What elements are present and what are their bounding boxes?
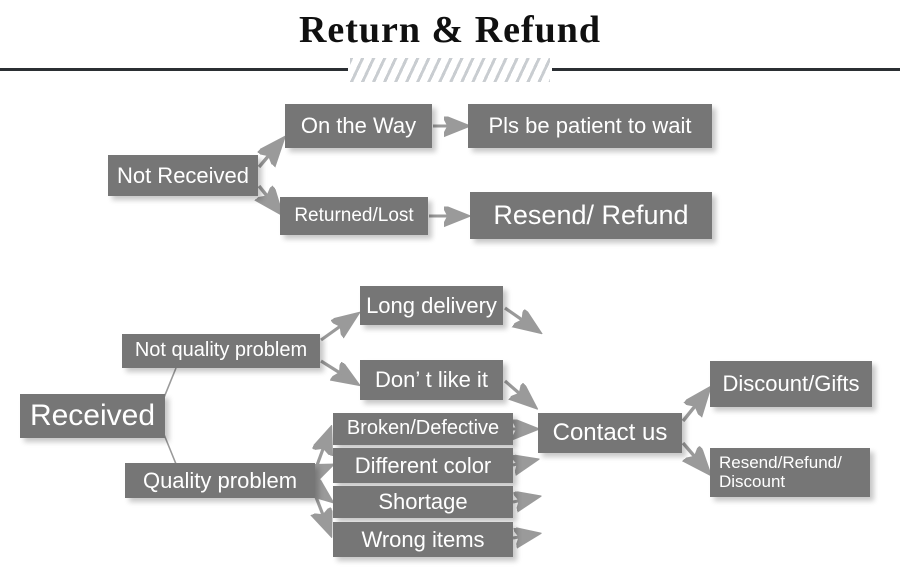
node-broken-defective[interactable]: Broken/Defective [333,413,513,445]
node-dont-like-it[interactable]: Don’ t like it [360,360,503,400]
divider-line-right [552,68,900,71]
node-returned-lost[interactable]: Returned/Lost [280,197,428,235]
node-resend-refund-discount-line1: Resend/Refund/ [719,453,842,473]
node-received[interactable]: Received [20,394,165,438]
node-not-received[interactable]: Not Received [108,155,258,196]
node-resend-refund[interactable]: Resend/ Refund [470,192,712,239]
node-resend-refund-discount-line2: Discount [719,471,786,491]
node-discount-gifts[interactable]: Discount/Gifts [710,361,872,407]
diagonal-hatch-divider-icon [350,58,550,82]
node-on-the-way[interactable]: On the Way [285,104,432,148]
page-title: Return & Refund [298,9,602,51]
node-contact-us[interactable]: Contact us [538,413,682,453]
node-wrong-items[interactable]: Wrong items [333,522,513,557]
node-pls-be-patient-to-wait[interactable]: Pls be patient to wait [468,104,712,148]
node-different-color[interactable]: Different color [333,448,513,483]
node-quality-problem[interactable]: Quality problem [125,463,315,498]
node-not-quality-problem[interactable]: Not quality problem [122,334,320,368]
divider-line-left [0,68,348,71]
node-long-delivery[interactable]: Long delivery [360,286,503,325]
node-shortage[interactable]: Shortage [333,486,513,518]
node-resend-refund-discount[interactable]: Resend/Refund/ Discount [710,448,870,497]
